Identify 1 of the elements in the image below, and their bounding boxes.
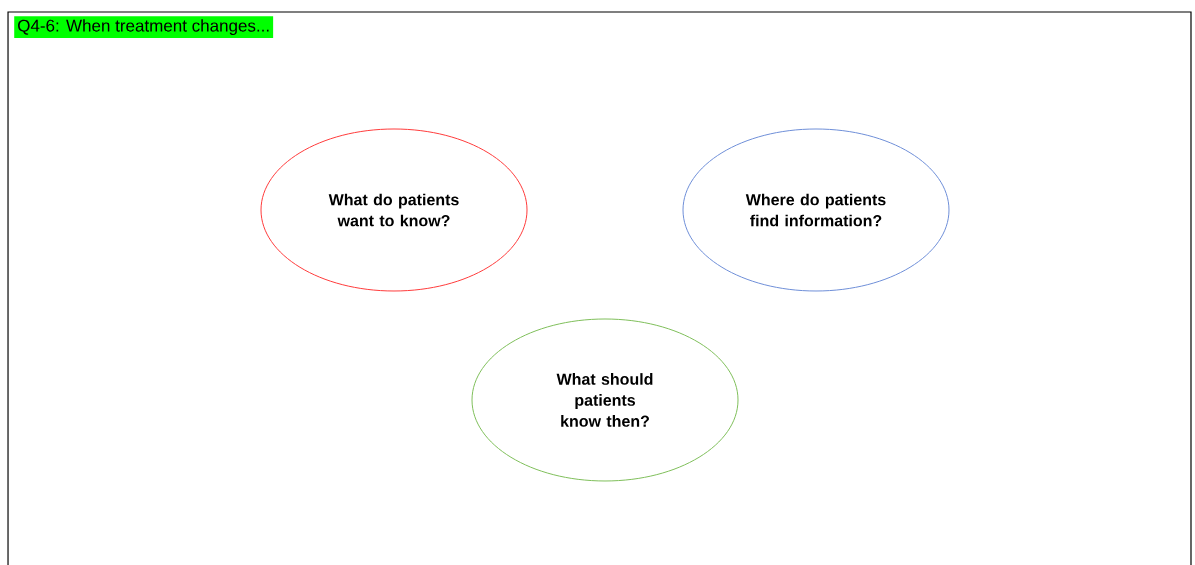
title: Q4-6: When treatment changes...	[14, 16, 274, 39]
